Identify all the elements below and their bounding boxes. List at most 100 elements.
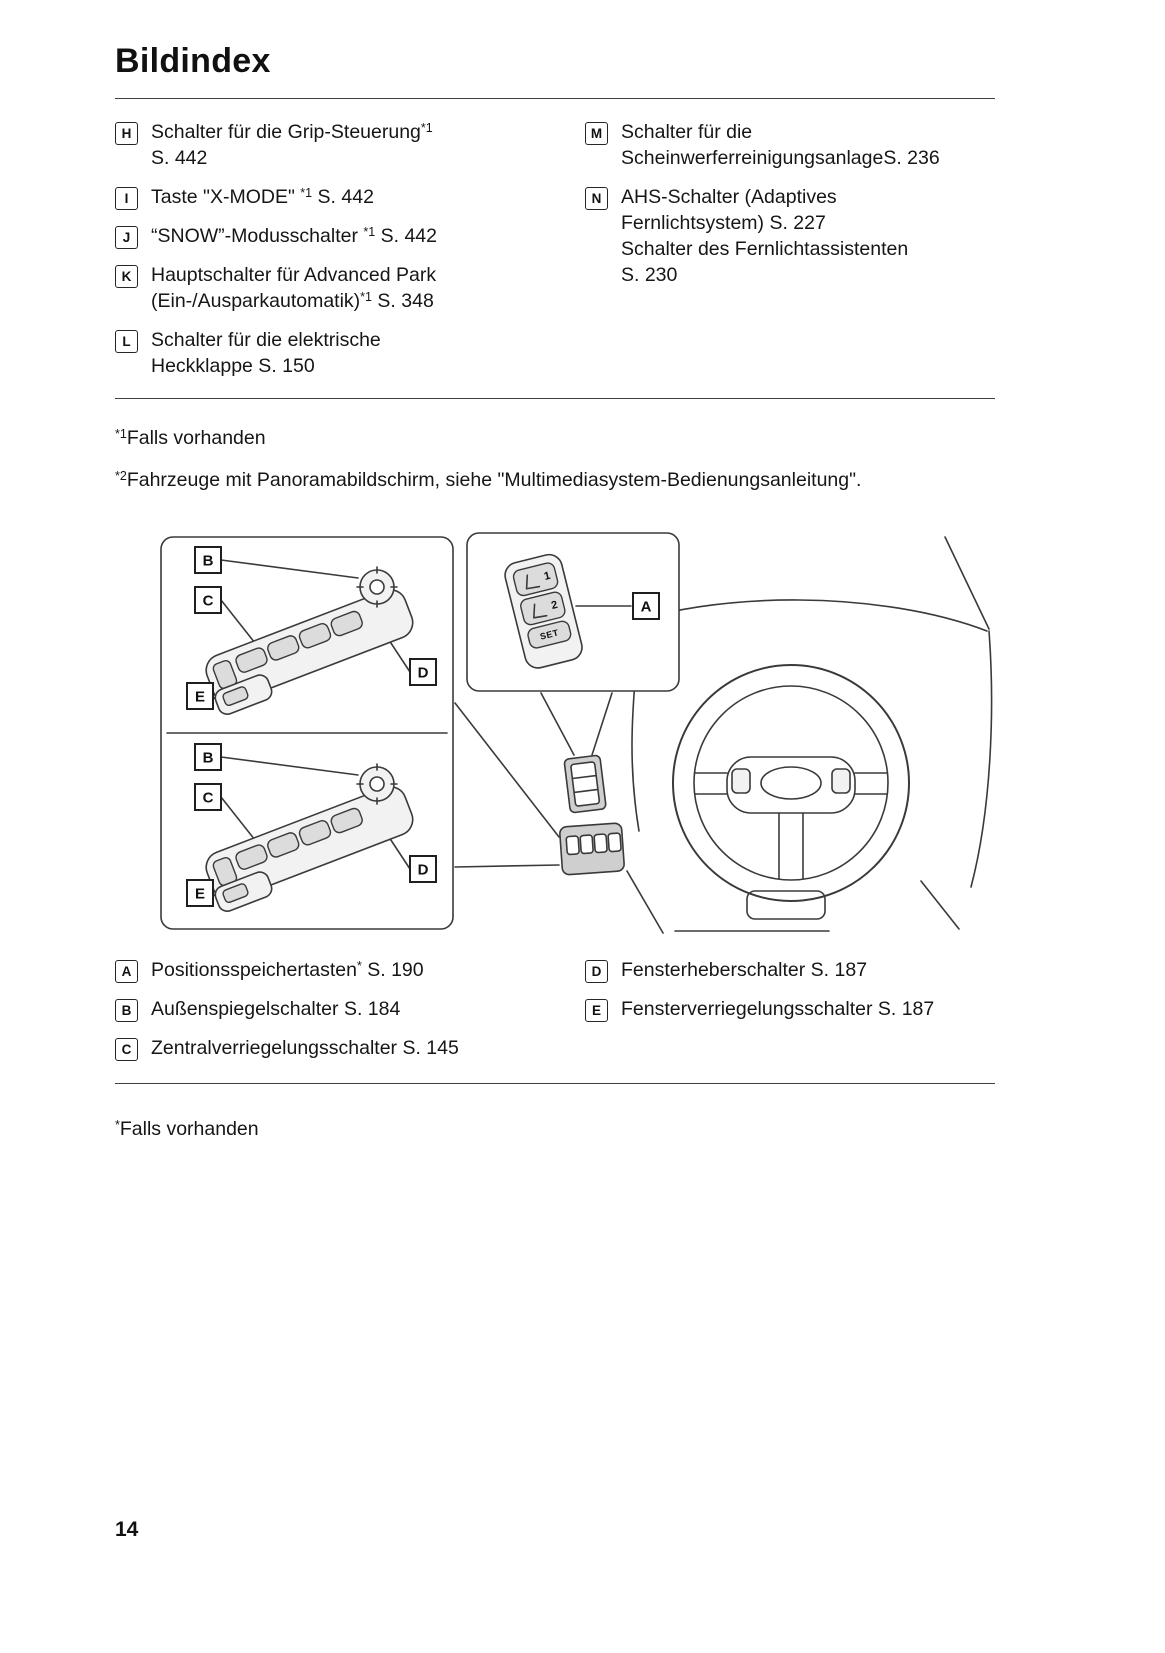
overview-figure: B C D E <box>115 531 995 941</box>
entry-text: “SNOW”-Modusschalter *1 S. 442 <box>151 223 437 249</box>
steering-wheel <box>672 664 910 902</box>
entry-line: Zentralverriegelungsschalter S. 145 <box>151 1037 459 1059</box>
entry-key-box: I <box>115 187 138 210</box>
index-entry-l: L Schalter für die elektrische Heckklapp… <box>115 327 585 379</box>
entry-line: Schalter für die Grip-Steuerung*1 <box>151 121 433 143</box>
entry-text: Schalter für die elektrische Heckklappe … <box>151 327 381 379</box>
entry-key-box: A <box>115 960 138 983</box>
entry-text: Taste "X-MODE" *1 S. 442 <box>151 184 374 210</box>
callout-letter: B <box>203 553 214 570</box>
entry-text: AHS-Schalter (Adaptives Fernlichtsystem)… <box>621 184 908 288</box>
entry-line: S. 442 <box>151 147 208 169</box>
footnote-1: *1Falls vorhanden <box>115 427 266 449</box>
index-entry-n: N AHS-Schalter (Adaptives Fernlichtsyste… <box>585 184 995 288</box>
footnote-marker: *1 <box>115 427 127 441</box>
mirror-control-dial <box>356 566 398 608</box>
index-entry-c: C Zentralverriegelungsschalter S. 145 <box>115 1035 585 1061</box>
entry-text: Fensterverriegelungsschalter S. 187 <box>621 996 934 1022</box>
seat-icon <box>525 574 541 590</box>
entry-line: AHS-Schalter (Adaptives <box>621 186 837 208</box>
index-entry-h: H Schalter für die Grip-Steuerung*1 S. 4… <box>115 119 585 171</box>
index-section-top: H Schalter für die Grip-Steuerung*1 S. 4… <box>115 99 995 392</box>
entry-key-box: N <box>585 187 608 210</box>
index-entry-b: B Außenspiegelschalter S. 184 <box>115 996 585 1022</box>
entry-text: Positionsspeichertasten* S. 190 <box>151 957 424 983</box>
entry-key-box: B <box>115 999 138 1022</box>
entry-line: S. 230 <box>621 264 678 286</box>
lock-switch-pad <box>214 674 273 715</box>
seat-memory-panel: 1 2 SET A <box>466 532 680 692</box>
entry-key-box: L <box>115 330 138 353</box>
dashboard-steering-drawing <box>454 536 993 934</box>
footnote-marker: * <box>115 1118 120 1132</box>
seat-switch-location <box>563 754 607 814</box>
entry-key-box: H <box>115 122 138 145</box>
entry-line: Fernlichtsystem) S. 227 <box>621 212 826 234</box>
callout-letter: D <box>418 665 429 682</box>
seat-switch-pointer-line <box>591 692 613 756</box>
entry-line: Fensterheberschalter S. 187 <box>621 959 868 981</box>
footnote-ref: *1 <box>360 290 372 304</box>
figure-callout-d: D <box>409 658 437 686</box>
entry-line: (Ein-/Ausparkautomatik)*1 S. 348 <box>151 290 434 312</box>
door-switch-cluster: B C D E <box>186 546 437 715</box>
index-entry-a: A Positionsspeichertasten* S. 190 <box>115 957 585 983</box>
entry-line: Hauptschalter für Advanced Park <box>151 264 437 286</box>
callout-letter: C <box>203 593 214 610</box>
figure-callout-b: B <box>194 546 222 574</box>
entry-line: Schalter für die elektrische <box>151 329 381 351</box>
callout-letter: E <box>195 689 205 706</box>
entry-text: Schalter für die Scheinwerferreinigungsa… <box>621 119 940 171</box>
window-switch-pointer-line <box>454 864 560 868</box>
callout-letter: A <box>641 599 652 616</box>
seat-icon <box>533 603 548 619</box>
seat-switch-pointer-line <box>540 692 575 756</box>
footnote-2: *2Fahrzeuge mit Panoramabildschirm, sieh… <box>115 469 862 491</box>
entry-key-box: D <box>585 960 608 983</box>
entry-key-box: M <box>585 122 608 145</box>
door-switch-panel: B C D E <box>160 536 454 930</box>
entry-line: ScheinwerferreinigungsanlageS. 236 <box>621 147 940 169</box>
entry-text: Zentralverriegelungsschalter S. 145 <box>151 1035 459 1061</box>
footnote-ref: *1 <box>420 121 433 135</box>
footnotes-top: *1Falls vorhanden *2Fahrzeuge mit Panora… <box>115 425 995 493</box>
index-entry-i: I Taste "X-MODE" *1 S. 442 <box>115 184 585 210</box>
window-switch-location <box>559 822 625 876</box>
index-bottom-left-column: A Positionsspeichertasten* S. 190 B Auße… <box>115 957 585 1074</box>
divider-under-title <box>115 98 995 99</box>
entry-key-box: E <box>585 999 608 1022</box>
memory-button-1-label: 1 <box>543 570 552 583</box>
entry-key-box: K <box>115 265 138 288</box>
divider-under-index-top <box>115 398 995 399</box>
index-entry-e: E Fensterverriegelungsschalter S. 187 <box>585 996 995 1022</box>
page-title: Bildindex <box>115 42 271 80</box>
index-top-left-column: H Schalter für die Grip-Steuerung*1 S. 4… <box>115 119 585 392</box>
index-section-bottom: A Positionsspeichertasten* S. 190 B Auße… <box>115 941 995 1074</box>
divider-under-index-bottom <box>115 1083 995 1084</box>
entry-line: Taste "X-MODE" *1 S. 442 <box>151 186 374 208</box>
entry-line: Fensterverriegelungsschalter S. 187 <box>621 998 935 1020</box>
set-button-label: SET <box>539 627 560 641</box>
figure-callout-c: C <box>194 586 222 614</box>
footnote-bottom: *Falls vorhanden <box>115 1118 259 1140</box>
entry-key-box: C <box>115 1038 138 1061</box>
entry-text: Fensterheberschalter S. 187 <box>621 957 867 983</box>
footnote-ref: * <box>356 959 362 973</box>
entry-line: Außenspiegelschalter S. 184 <box>151 998 401 1020</box>
figure-callout-a: A <box>575 592 660 620</box>
footnotes-bottom: *Falls vorhanden <box>115 1116 995 1142</box>
page-number: 14 <box>115 1518 139 1541</box>
figure-callout-e: E <box>186 682 214 710</box>
window-switch-pointer-line <box>454 702 560 838</box>
footnote-ref: *1 <box>363 225 376 239</box>
footnote-marker: *2 <box>115 469 127 483</box>
entry-line: “SNOW”-Modusschalter *1 S. 442 <box>151 225 437 247</box>
entry-text: Hauptschalter für Advanced Park (Ein-/Au… <box>151 262 436 314</box>
entry-line: Heckklappe S. 150 <box>151 355 315 377</box>
entry-line: Schalter für die <box>621 121 753 143</box>
index-entry-j: J “SNOW”-Modusschalter *1 S. 442 <box>115 223 585 249</box>
index-entry-k: K Hauptschalter für Advanced Park (Ein-/… <box>115 262 585 314</box>
index-entry-m: M Schalter für die Scheinwerferreinigung… <box>585 119 995 171</box>
seat-memory-switches: 1 2 SET <box>504 553 583 669</box>
entry-line: Positionsspeichertasten* S. 190 <box>151 959 424 981</box>
